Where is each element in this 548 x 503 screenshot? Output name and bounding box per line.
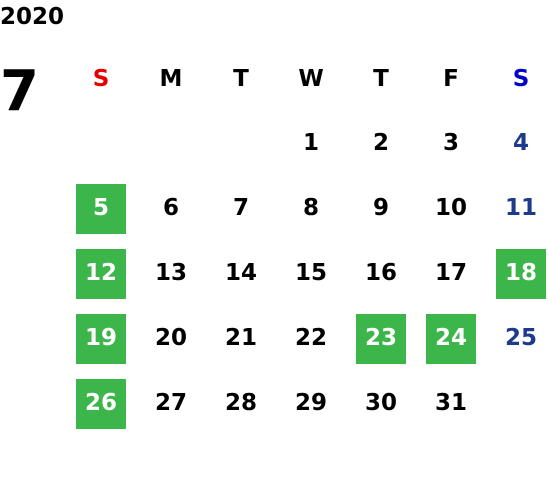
calendar-day-number: 10	[434, 195, 467, 221]
calendar-day-number: 9	[372, 195, 389, 221]
calendar-day-number: 5	[76, 183, 126, 234]
calendar-day[interactable]: 20	[136, 306, 206, 371]
calendar-day-number: 3	[442, 130, 459, 156]
calendar-day-number: 21	[224, 325, 257, 351]
calendar-day-number: 4	[512, 130, 529, 156]
calendar-day[interactable]: 11	[486, 176, 548, 241]
calendar-day[interactable]: 17	[416, 241, 486, 306]
calendar-day-number: 6	[162, 195, 179, 221]
calendar-year: 2020	[0, 4, 65, 30]
calendar-day[interactable]: 31	[416, 371, 486, 436]
empty-cell	[66, 111, 136, 176]
calendar-day-number: 12	[76, 248, 126, 299]
calendar-day-number: 31	[434, 390, 467, 416]
weekday-header-tuesday: T	[233, 65, 249, 92]
weekday-header-wednesday: W	[298, 65, 324, 92]
calendar-day-number: 16	[364, 260, 397, 286]
calendar-day-number: 14	[224, 260, 257, 286]
calendar-day[interactable]: 29	[276, 371, 346, 436]
weekday-header-friday: F	[443, 65, 459, 92]
calendar-day[interactable]: 3	[416, 111, 486, 176]
calendar-day-number: 7	[232, 195, 249, 221]
calendar-month: 7	[0, 59, 39, 124]
calendar-day[interactable]: 1	[276, 111, 346, 176]
calendar-day[interactable]: 10	[416, 176, 486, 241]
calendar-day[interactable]: 5	[66, 176, 136, 241]
calendar-day-number: 27	[154, 390, 187, 416]
calendar-day-number: 11	[504, 195, 537, 221]
calendar-day[interactable]: 13	[136, 241, 206, 306]
calendar-day-number: 17	[434, 260, 467, 286]
calendar-day[interactable]: 28	[206, 371, 276, 436]
calendar-day[interactable]: 27	[136, 371, 206, 436]
calendar-day-number: 26	[76, 378, 126, 429]
calendar-day-number: 2	[372, 130, 389, 156]
calendar-day[interactable]: 24	[416, 306, 486, 371]
calendar-day-number: 22	[294, 325, 327, 351]
calendar-day[interactable]: 8	[276, 176, 346, 241]
calendar-day[interactable]: 18	[486, 241, 548, 306]
empty-cell	[136, 111, 206, 176]
calendar-day[interactable]: 26	[66, 371, 136, 436]
calendar-day-number: 25	[504, 325, 537, 351]
calendar-day[interactable]: 15	[276, 241, 346, 306]
calendar-day-number: 29	[294, 390, 327, 416]
calendar-day[interactable]: 14	[206, 241, 276, 306]
calendar-day-number: 19	[76, 313, 126, 364]
empty-cell	[206, 111, 276, 176]
calendar-day[interactable]: 23	[346, 306, 416, 371]
weekday-header-monday: M	[159, 65, 183, 92]
calendar-day[interactable]: 25	[486, 306, 548, 371]
calendar-day[interactable]: 30	[346, 371, 416, 436]
calendar-day[interactable]: 2	[346, 111, 416, 176]
calendar-day-number: 1	[302, 130, 319, 156]
calendar-day[interactable]: 19	[66, 306, 136, 371]
calendar-day-number: 28	[224, 390, 257, 416]
weekday-header-saturday: S	[512, 65, 530, 92]
calendar-day[interactable]: 7	[206, 176, 276, 241]
weekday-header-sunday: S	[92, 65, 110, 92]
calendar-day[interactable]: 22	[276, 306, 346, 371]
calendar-day-number: 30	[364, 390, 397, 416]
calendar-day-number: 20	[154, 325, 187, 351]
calendar-day[interactable]: 9	[346, 176, 416, 241]
calendar-day-number: 8	[302, 195, 319, 221]
calendar-day[interactable]: 4	[486, 111, 548, 176]
calendar-day-number: 23	[356, 313, 406, 364]
calendar-day-number: 13	[154, 260, 187, 286]
calendar-day[interactable]: 16	[346, 241, 416, 306]
calendar-day-number: 18	[496, 248, 546, 299]
calendar-day-number: 24	[426, 313, 476, 364]
weekday-header-thursday: T	[373, 65, 389, 92]
calendar-day[interactable]: 21	[206, 306, 276, 371]
calendar-day[interactable]: 6	[136, 176, 206, 241]
calendar-day-number: 15	[294, 260, 327, 286]
calendar-day[interactable]: 12	[66, 241, 136, 306]
